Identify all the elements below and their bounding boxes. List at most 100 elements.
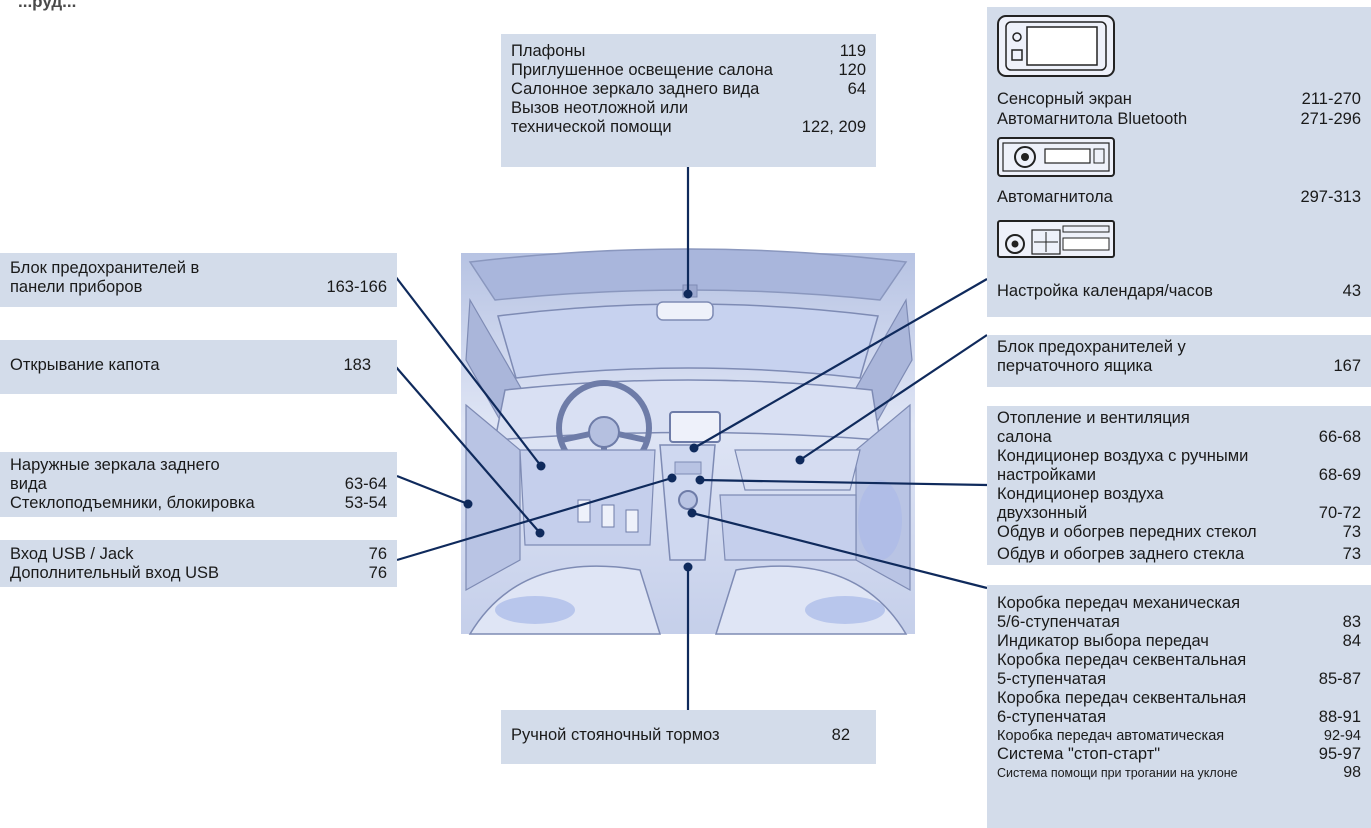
touchscreen-unit-icon (997, 15, 1115, 77)
entry-page: 167 (1333, 357, 1361, 375)
index-entry: Отопление и вентиляция салона 66-68 (997, 409, 1361, 447)
entry-text: Вход USB / Jack (10, 545, 134, 563)
gearbox-box: Коробка передач механическая 5/6-ступенч… (987, 585, 1371, 828)
entry-text: Индикатор выбора передач (997, 632, 1209, 650)
entry-text: Настройка календаря/часов (997, 282, 1213, 300)
entry-page: 122, 209 (801, 118, 866, 136)
index-entry: Наружные зеркала заднего вида 63-64 (10, 456, 387, 494)
entry-page: 183 (343, 356, 371, 374)
fuse-glovebox-box: Блок предохранителей у перчаточного ящик… (987, 335, 1371, 387)
entry-page: 88-91 (1318, 708, 1361, 726)
index-entry: Сенсорный экран 211-270 (997, 90, 1361, 109)
entry-text: Наружные зеркала заднего вида (10, 456, 220, 493)
index-entry: Коробка передач секвентальная 6-ступенча… (997, 689, 1361, 727)
bonnet-box: Открывание капота 183 (0, 340, 397, 394)
entry-text: Стеклоподъемники, блокировка (10, 494, 255, 512)
entry-page: 85-87 (1318, 670, 1361, 688)
entry-text: Сенсорный экран (997, 90, 1132, 108)
entry-page: 63-64 (344, 475, 387, 493)
entry-page: 84 (1342, 632, 1361, 650)
heating-box: Отопление и вентиляция салона 66-68 Конд… (987, 406, 1371, 565)
index-entry: Открывание капота 183 (10, 356, 387, 375)
entry-text: Обдув и обогрев заднего стекла (997, 545, 1245, 563)
index-entry: Автомагнитола Bluetooth 271-296 (997, 110, 1361, 129)
radio-unit-icon (997, 137, 1115, 177)
entry-text: Отопление и вентиляция салона (997, 409, 1190, 446)
entry-page: 64 (847, 80, 866, 98)
entry-text: Плафоны (511, 42, 586, 60)
entry-text: Коробка передач секвентальная 5-ступенча… (997, 651, 1247, 688)
index-entry: Кондиционер воздуха двухзонный 70-72 (997, 485, 1361, 523)
index-entry: Коробка передач механическая 5/6-ступенч… (997, 594, 1361, 632)
index-entry: Обдув и обогрев передних стекол 73 (997, 523, 1361, 542)
index-entry: Вход USB / Jack 76 (10, 545, 387, 564)
entry-text: Система "стоп-старт" (997, 745, 1161, 763)
index-entry: Автомагнитола 297-313 (997, 188, 1361, 207)
entry-text: Блок предохранителей в панели приборов (10, 259, 200, 296)
index-entry: Обдув и обогрев заднего стекла 73 (997, 545, 1361, 564)
entry-text: Автомагнитола Bluetooth (997, 110, 1188, 128)
parking-brake-box: Ручной стояночный тормоз 82 (501, 710, 876, 764)
index-entry: Система помощи при трогании на уклоне 98 (997, 764, 1361, 782)
entry-text: Открывание капота (10, 356, 160, 374)
leader-lines (391, 167, 988, 720)
entry-page: 119 (839, 42, 866, 60)
index-entry: Настройка календаря/часов 43 (997, 282, 1361, 301)
entry-page: 76 (368, 564, 387, 582)
entry-text: Система помощи при трогании на уклоне (997, 766, 1238, 780)
lighting-box: Плафоны 119 Приглушенное освещение салон… (501, 34, 876, 167)
page-heading: ...руд... (18, 0, 77, 11)
index-entry: Блок предохранителей в панели приборов 1… (10, 259, 387, 297)
index-entry: Индикатор выбора передач 84 (997, 632, 1361, 651)
index-entry: Система "стоп-старт" 95-97 (997, 745, 1361, 764)
entry-text: Коробка передач автоматическая (997, 728, 1225, 744)
entry-page: 92-94 (1323, 728, 1361, 744)
usb-box: Вход USB / Jack 76 Дополнительный вход U… (0, 540, 397, 587)
index-entry: Дополнительный вход USB 76 (10, 564, 387, 583)
entry-page: 82 (831, 726, 850, 744)
entry-page: 271-296 (1300, 110, 1361, 128)
index-entry: Кондиционер воздуха с ручными настройкам… (997, 447, 1361, 485)
entry-text: Автомагнитола (997, 188, 1113, 206)
entry-page: 211-270 (1301, 90, 1361, 108)
index-entry: Вызов неотложной или технической помощи … (511, 99, 866, 137)
entry-text: Дополнительный вход USB (10, 564, 220, 582)
entry-text: Ручной стояночный тормоз (511, 726, 720, 744)
index-entry: Коробка передач секвентальная 5-ступенча… (997, 651, 1361, 689)
entry-text: Салонное зеркало заднего вида (511, 80, 760, 98)
mirrors-box: Наружные зеркала заднего вида 63-64 Стек… (0, 452, 397, 517)
audio-box: Сенсорный экран 211-270 Автомагнитола Bl… (987, 7, 1371, 317)
entry-page: 43 (1342, 282, 1361, 300)
entry-page: 297-313 (1300, 188, 1361, 206)
entry-page: 76 (368, 545, 387, 563)
entry-text: Коробка передач механическая 5/6-ступенч… (997, 594, 1241, 631)
entry-text: Вызов неотложной или технической помощи (511, 99, 689, 136)
fuse-dashboard-box: Блок предохранителей в панели приборов 1… (0, 253, 397, 307)
entry-text: Приглушенное освещение салона (511, 61, 773, 79)
index-entry: Приглушенное освещение салона 120 (511, 61, 866, 80)
entry-page: 70-72 (1318, 504, 1361, 522)
entry-page: 73 (1342, 523, 1361, 541)
entry-text: Кондиционер воздуха с ручными настройкам… (997, 447, 1249, 484)
entry-page: 98 (1343, 764, 1361, 781)
index-entry: Плафоны 119 (511, 42, 866, 61)
index-entry: Ручной стояночный тормоз 82 (511, 726, 866, 745)
entry-page: 83 (1342, 613, 1361, 631)
entry-text: Кондиционер воздуха двухзонный (997, 485, 1164, 522)
entry-page: 120 (838, 61, 866, 79)
entry-text: Блок предохранителей у перчаточного ящик… (997, 338, 1186, 375)
index-entry: Коробка передач автоматическая 92-94 (997, 727, 1361, 745)
entry-page: 73 (1342, 545, 1361, 563)
entry-text: Обдув и обогрев передних стекол (997, 523, 1257, 541)
entry-page: 95-97 (1318, 745, 1361, 763)
index-entry: Салонное зеркало заднего вида 64 (511, 80, 866, 99)
entry-page: 53-54 (344, 494, 387, 512)
entry-page: 68-69 (1318, 466, 1361, 484)
leader-dots (463, 289, 805, 572)
cd-radio-unit-icon (997, 220, 1115, 258)
entry-text: Коробка передач секвентальная 6-ступенча… (997, 689, 1247, 726)
index-entry: Блок предохранителей у перчаточного ящик… (997, 338, 1361, 376)
entry-page: 163-166 (326, 278, 387, 296)
index-entry: Стеклоподъемники, блокировка 53-54 (10, 494, 387, 513)
